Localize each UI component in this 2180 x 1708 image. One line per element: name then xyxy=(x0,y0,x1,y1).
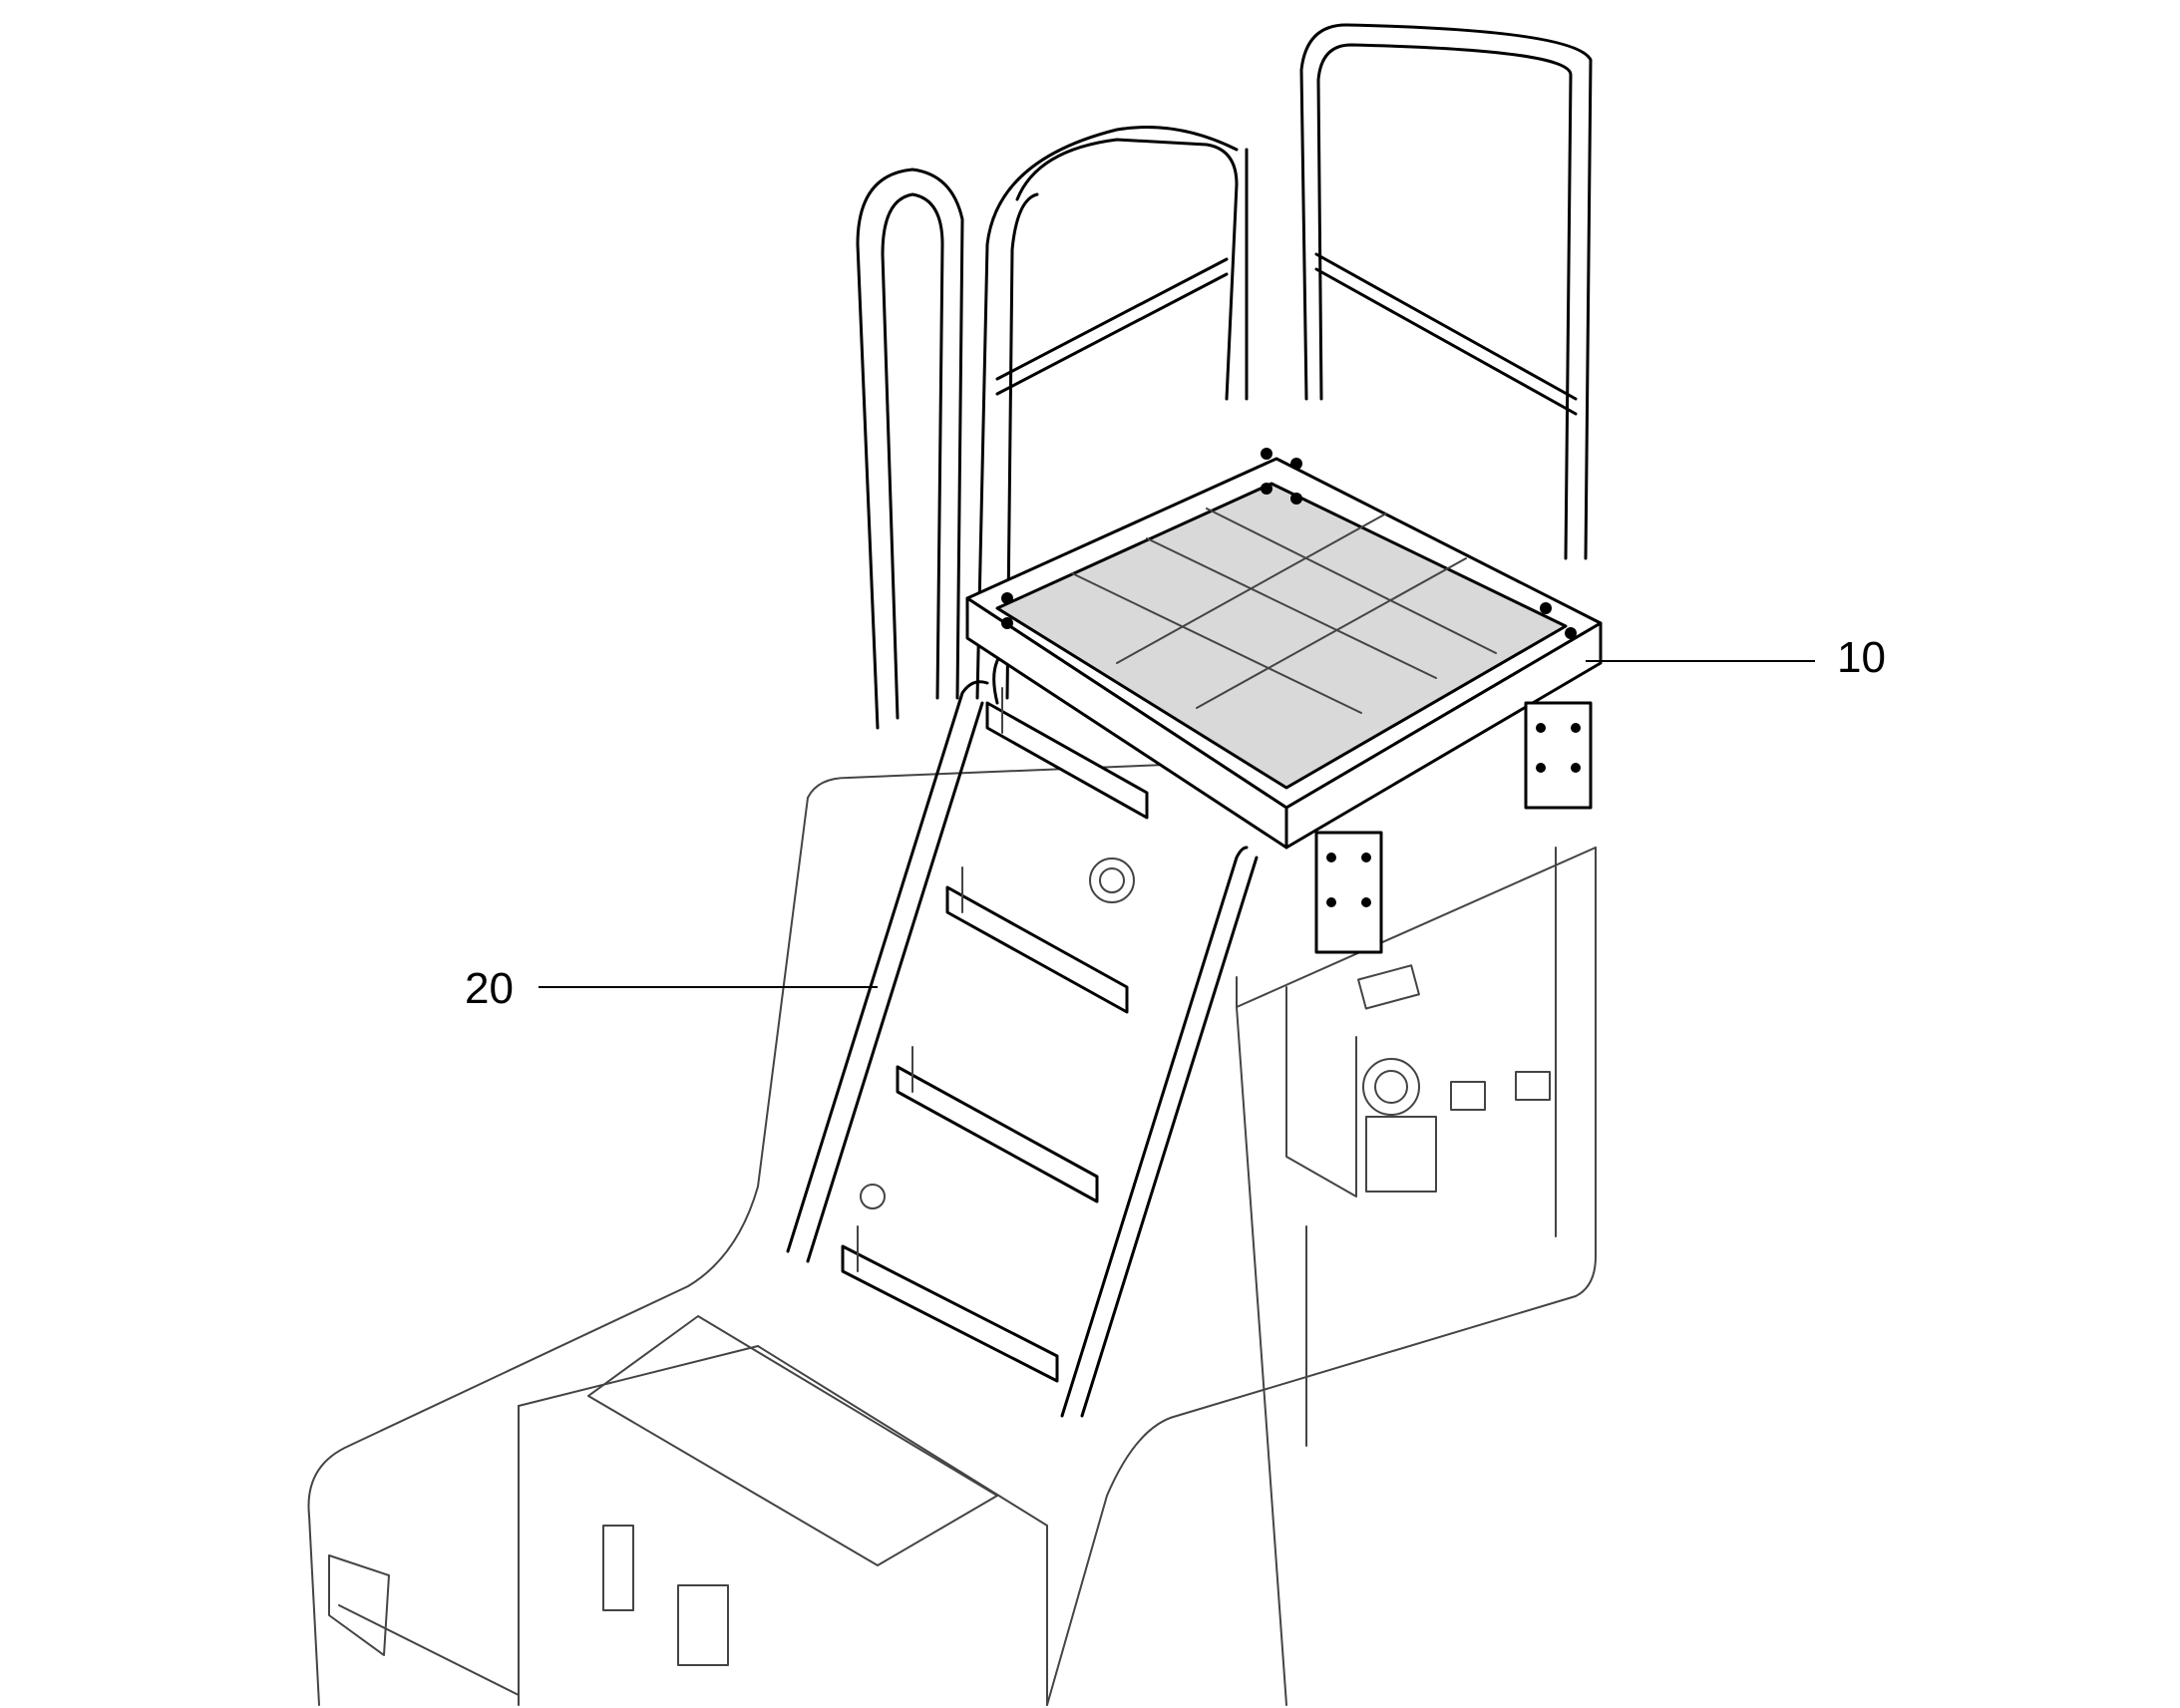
work-platform xyxy=(856,23,1603,954)
access-ladder xyxy=(786,680,1259,1418)
machine-body xyxy=(307,757,1597,1706)
callout-label-10: 10 xyxy=(1837,633,1886,682)
callout-label-20: 20 xyxy=(465,964,514,1013)
